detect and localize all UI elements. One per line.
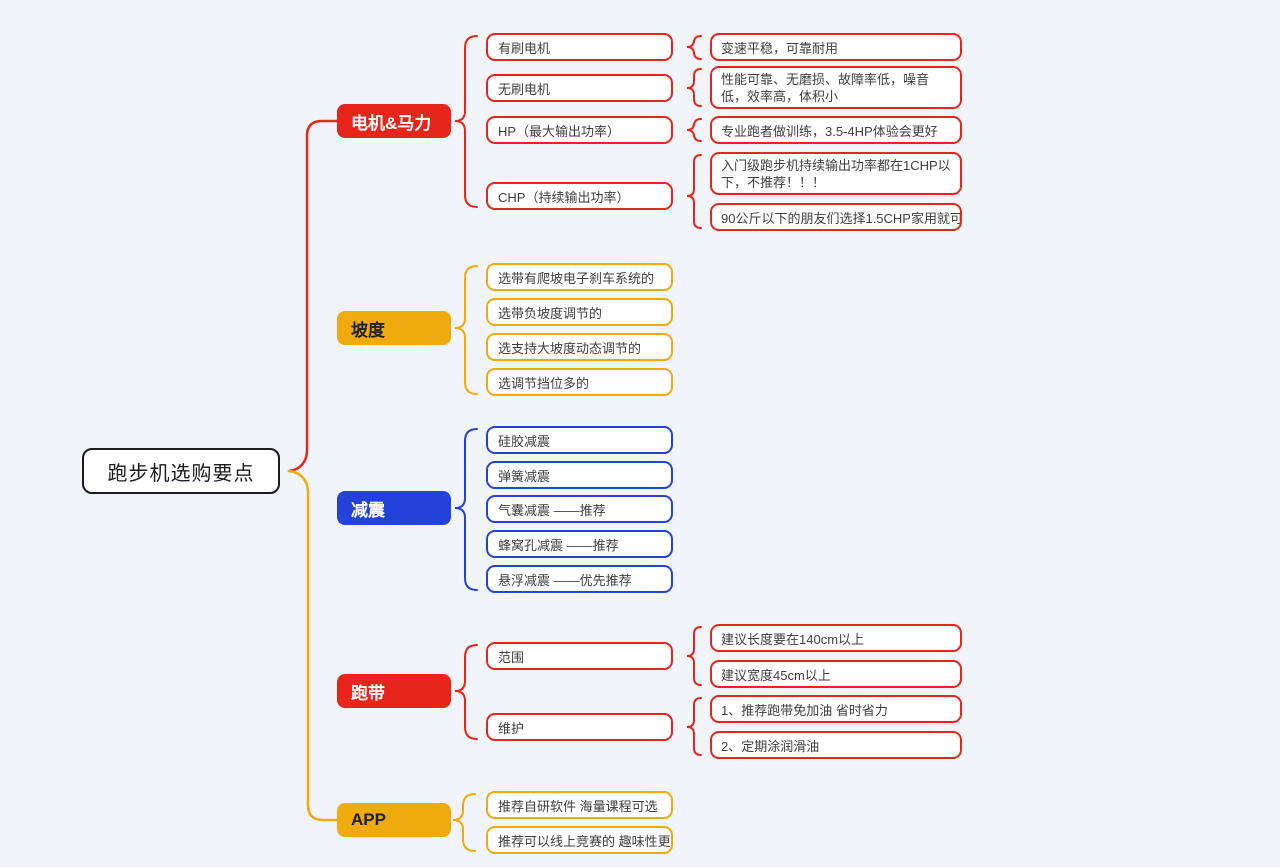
leaf-label: 入门级跑步机持续输出功率都在1CHP以下，不推荐！！！ <box>721 157 951 190</box>
brace-connector <box>686 118 702 142</box>
leaf-hp-note[interactable]: 专业跑者做训练，3.5-4HP体验会更好 <box>710 116 962 144</box>
child-label: 推荐可以线上竞赛的 趣味性更强 <box>498 833 673 849</box>
leaf-label: 建议长度要在140cm以上 <box>721 631 865 647</box>
child-label: 选支持大坡度动态调节的 <box>498 340 642 356</box>
brace-connector <box>686 35 702 60</box>
branch-label: 电机&马力 <box>351 113 432 133</box>
brace-connector <box>686 697 702 756</box>
child-label: HP（最大输出功率） <box>498 123 621 139</box>
child-belt-range[interactable]: 范围 <box>486 642 673 670</box>
child-suspension-damping[interactable]: 悬浮减震 ——优先推荐 <box>486 565 673 593</box>
leaf-label: 建议宽度45cm以上 <box>721 667 831 683</box>
child-label: 选带有爬坡电子刹车系统的 <box>498 270 655 286</box>
child-incline-dynamic[interactable]: 选支持大坡度动态调节的 <box>486 333 673 361</box>
branch-incline[interactable]: 坡度 <box>337 311 451 345</box>
branch-app[interactable]: APP <box>337 803 451 837</box>
child-airbag-damping[interactable]: 气囊减震 ——推荐 <box>486 495 673 523</box>
child-label: 推荐自研软件 海量课程可选 <box>498 798 658 814</box>
child-brushed-motor[interactable]: 有刷电机 <box>486 33 673 61</box>
child-incline-ebrake[interactable]: 选带有爬坡电子刹车系统的 <box>486 263 673 291</box>
branch-running-belt[interactable]: 跑带 <box>337 674 451 708</box>
child-app-own-software[interactable]: 推荐自研软件 海量课程可选 <box>486 791 673 819</box>
child-label: 选带负坡度调节的 <box>498 305 603 321</box>
leaf-brushed-motor-note[interactable]: 变速平稳，可靠耐用 <box>710 33 962 61</box>
child-chp-continuous-output[interactable]: CHP（持续输出功率） <box>486 182 673 210</box>
leaf-belt-oilfree[interactable]: 1、推荐跑带免加油 省时省力 <box>710 695 962 723</box>
brace-connector <box>454 644 478 740</box>
child-label: CHP（持续输出功率） <box>498 189 630 205</box>
brace-connector <box>686 68 702 107</box>
branch-motor-horsepower[interactable]: 电机&马力 <box>337 104 451 138</box>
brace-connector <box>686 154 702 229</box>
trunk-connector <box>287 119 339 473</box>
root-label: 跑步机选购要点 <box>107 462 255 485</box>
branch-label: 跑带 <box>351 683 385 703</box>
brace-connector <box>452 793 476 852</box>
leaf-belt-length[interactable]: 建议长度要在140cm以上 <box>710 624 962 652</box>
child-label: 气囊减震 ——推荐 <box>498 502 606 518</box>
child-label: 维护 <box>498 720 525 736</box>
branch-label: 减震 <box>351 500 385 520</box>
leaf-label: 1、推荐跑带免加油 省时省力 <box>721 702 888 718</box>
child-label: 悬浮减震 ——优先推荐 <box>498 572 632 588</box>
brace-connector <box>454 35 478 208</box>
leaf-label: 专业跑者做训练，3.5-4HP体验会更好 <box>721 123 938 139</box>
brace-connector <box>454 265 478 395</box>
leaf-label: 90公斤以下的朋友们选择1.5CHP家用就可以 <box>721 210 962 226</box>
child-label: 范围 <box>498 649 525 665</box>
child-brushless-motor[interactable]: 无刷电机 <box>486 74 673 102</box>
child-incline-levels[interactable]: 选调节挡位多的 <box>486 368 673 396</box>
leaf-label: 2、定期涂润滑油 <box>721 738 820 754</box>
root-node-treadmill-buying-points[interactable]: 跑步机选购要点 <box>82 448 280 494</box>
leaf-belt-width[interactable]: 建议宽度45cm以上 <box>710 660 962 688</box>
child-hp-max-output[interactable]: HP（最大输出功率） <box>486 116 673 144</box>
trunk-connector <box>287 469 342 822</box>
leaf-chp-note-2[interactable]: 90公斤以下的朋友们选择1.5CHP家用就可以 <box>710 203 962 231</box>
child-app-online-race[interactable]: 推荐可以线上竞赛的 趣味性更强 <box>486 826 673 854</box>
child-label: 弹簧减震 <box>498 468 551 484</box>
child-label: 硅胶减震 <box>498 433 551 449</box>
brace-connector <box>454 428 478 591</box>
child-label: 无刷电机 <box>498 81 551 97</box>
branch-label: APP <box>351 810 386 829</box>
leaf-belt-lubricate[interactable]: 2、定期涂润滑油 <box>710 731 962 759</box>
child-belt-maintenance[interactable]: 维护 <box>486 713 673 741</box>
child-label: 有刷电机 <box>498 40 551 56</box>
leaf-label: 性能可靠、无磨损、故障率低，噪音低，效率高，体积小 <box>721 71 930 104</box>
child-label: 蜂窝孔减震 ——推荐 <box>498 537 619 553</box>
leaf-chp-note-1[interactable]: 入门级跑步机持续输出功率都在1CHP以下，不推荐！！！ <box>710 152 962 195</box>
branch-label: 坡度 <box>351 320 385 340</box>
child-honeycomb-damping[interactable]: 蜂窝孔减震 ——推荐 <box>486 530 673 558</box>
leaf-brushless-motor-note[interactable]: 性能可靠、无磨损、故障率低，噪音低，效率高，体积小 <box>710 66 962 109</box>
child-label: 选调节挡位多的 <box>498 375 590 391</box>
branch-shock-absorption[interactable]: 减震 <box>337 491 451 525</box>
child-silicone-damping[interactable]: 硅胶减震 <box>486 426 673 454</box>
child-incline-negative[interactable]: 选带负坡度调节的 <box>486 298 673 326</box>
brace-connector <box>686 626 702 686</box>
leaf-label: 变速平稳，可靠耐用 <box>721 40 839 56</box>
child-spring-damping[interactable]: 弹簧减震 <box>486 461 673 489</box>
